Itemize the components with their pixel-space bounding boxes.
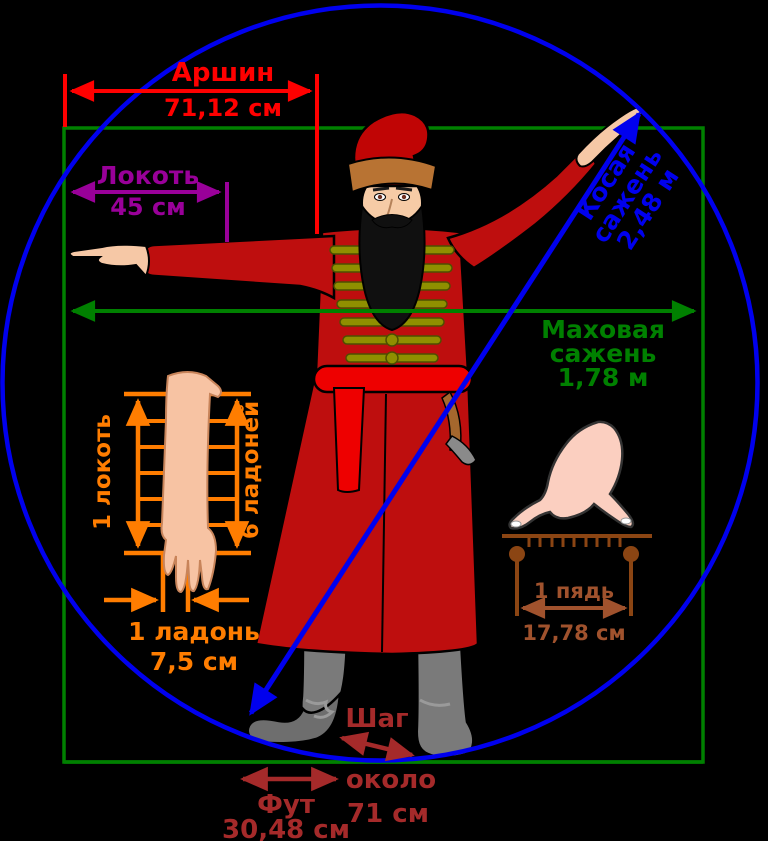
right-eyebrow [395,186,413,192]
ruler-pin-right [623,546,639,562]
lokot-value: 45 см [110,193,186,221]
shag-label: Шаг [345,704,408,734]
shag-dimension: Шаг около 71 см [339,704,436,829]
ladon-label: 1 ладонь [128,617,260,646]
six-ladonei-label: 6 ладоней [238,401,264,539]
fut-value: 30,48 см [222,815,350,841]
fut-dimension: Фут 30,48 см [222,766,350,841]
fut-label: Фут [257,790,315,820]
measuring-hand-illustration [508,420,635,530]
pyad-dimension: 1 пядь 17,78 см [502,420,652,645]
left-eyebrow [372,186,390,192]
shag-value-line2: 71 см [347,799,429,829]
sash-tail [332,387,366,493]
measuring-arm-illustration [160,371,222,594]
thumb-nail [510,520,522,528]
ruler-ticks [527,536,622,547]
right-boot [415,638,475,759]
ruler-pin-left [509,546,525,562]
makhovaya-value: 1,78 м [558,363,649,392]
lokot-ladder-dimension: 1 локоть 6 ладоней 1 ладонь 7,5 см [90,371,264,676]
left-arm [68,234,336,301]
lokot-label: Локоть [97,161,199,190]
pyad-label: 1 пядь [534,579,614,603]
lokot-dimension: Локоть 45 см [70,161,229,242]
finger-nail [620,517,632,525]
shag-value-line1: около [346,765,436,795]
one-lokot-label: 1 локоть [90,414,116,530]
arshin-dimension: Аршин 71,12 см [63,58,319,234]
pyad-value: 17,78 см [522,621,625,645]
arshin-label: Аршин [172,58,275,88]
ladon-value: 7,5 см [150,647,238,676]
arshin-value: 71,12 см [164,94,282,122]
